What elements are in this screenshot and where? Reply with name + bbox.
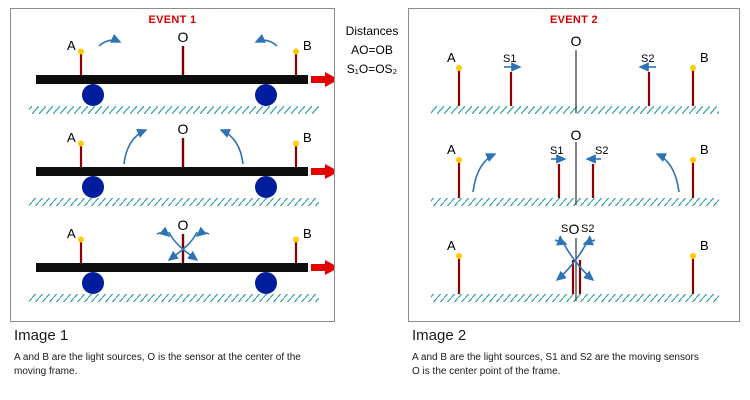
frame-bar xyxy=(36,167,308,176)
image1-caption-line2: moving frame. xyxy=(14,366,78,377)
label-a: A xyxy=(447,142,456,157)
wheel-icon xyxy=(82,272,104,294)
light-pulse-arrow xyxy=(123,128,148,165)
distances-eq2: S₁O=OS₂ xyxy=(346,62,398,76)
distances-note: Distances AO=OB S₁O=OS₂ xyxy=(336,22,408,79)
light-source-b-bulb xyxy=(690,65,696,71)
label-a: A xyxy=(67,38,76,53)
label-s2: S2 xyxy=(641,53,654,65)
frame-motion-arrow xyxy=(311,164,339,179)
light-converge-arrow xyxy=(156,226,171,238)
label-s2: S2 xyxy=(595,145,608,157)
event2-row-3: A S O S2 B xyxy=(431,221,719,302)
event1-row-2: A O B xyxy=(29,121,339,206)
light-source-b-bulb xyxy=(293,140,299,147)
ground-hatch xyxy=(431,106,719,114)
event2-diagram: A S1 O S2 B A S1 O S2 B xyxy=(431,33,719,302)
label-a: A xyxy=(447,238,456,253)
ground-hatch xyxy=(29,294,319,302)
label-b: B xyxy=(303,38,312,53)
image1-caption: A and B are the light sources, O is the … xyxy=(14,351,334,379)
image2-label: Image 2 xyxy=(412,327,467,344)
light-converge-arrow xyxy=(168,231,199,261)
label-o: O xyxy=(571,33,582,49)
distances-eq1: AO=OB xyxy=(351,43,393,57)
label-s1: S1 xyxy=(503,53,516,65)
ground-hatch xyxy=(431,198,719,206)
light-converge-arrow xyxy=(582,236,596,246)
label-b: B xyxy=(700,238,709,253)
light-source-a-bulb xyxy=(456,65,462,71)
image2-caption-line2: O is the center point of the frame. xyxy=(412,366,561,377)
light-source-a-bulb xyxy=(456,253,462,259)
light-source-a-bulb xyxy=(78,140,84,147)
light-source-a-bulb xyxy=(456,157,462,163)
frame-bar xyxy=(36,75,308,84)
wheel-icon xyxy=(82,84,104,106)
ground-hatch xyxy=(29,198,319,206)
event2-row-1: A S1 O S2 B xyxy=(431,33,719,114)
label-a: A xyxy=(447,50,456,65)
light-pulse-arrow xyxy=(472,153,497,193)
light-source-b-bulb xyxy=(690,253,696,259)
image1-label: Image 1 xyxy=(14,327,69,344)
frame-motion-arrow xyxy=(311,72,339,87)
label-o: O xyxy=(178,121,189,137)
light-source-a-bulb xyxy=(78,236,84,243)
wheel-icon xyxy=(255,272,277,294)
light-pulse-arrow xyxy=(219,128,244,165)
label-s1-partial: S xyxy=(561,223,568,235)
label-o: O xyxy=(178,217,189,233)
event1-title: EVENT 1 xyxy=(148,14,197,26)
label-b: B xyxy=(700,142,709,157)
label-s1: S1 xyxy=(550,145,563,157)
wheel-icon xyxy=(255,176,277,198)
label-a: A xyxy=(67,226,76,241)
label-o: O xyxy=(571,127,582,143)
light-source-b-bulb xyxy=(293,236,299,243)
wheel-icon xyxy=(255,84,277,106)
event2-panel: EVENT 2 A S1 O S2 B xyxy=(408,8,740,322)
light-pulse-arrow xyxy=(98,33,122,47)
event1-row-3: A O B xyxy=(29,217,339,302)
light-pulse-arrow xyxy=(254,33,278,47)
event2-title: EVENT 2 xyxy=(550,14,598,26)
light-pulse-arrow xyxy=(655,153,680,193)
event1-panel: EVENT 1 A O B xyxy=(10,8,339,322)
ground-hatch xyxy=(29,106,319,114)
wheel-icon xyxy=(82,176,104,198)
ground-hatch xyxy=(431,294,719,302)
light-source-b-bulb xyxy=(690,157,696,163)
label-a: A xyxy=(67,130,76,145)
image2-caption: A and B are the light sources, S1 and S2… xyxy=(412,351,742,379)
light-converge-arrow xyxy=(554,236,568,246)
label-o: O xyxy=(178,29,189,45)
event1-row-1: A O B xyxy=(29,29,339,114)
light-converge-arrow xyxy=(167,231,198,261)
label-o: O xyxy=(569,221,580,237)
label-b: B xyxy=(303,226,312,241)
light-converge-arrow xyxy=(195,226,210,238)
image1-caption-line1: A and B are the light sources, O is the … xyxy=(14,352,301,363)
distances-heading: Distances xyxy=(345,24,399,38)
event2-row-2: A S1 O S2 B xyxy=(431,127,719,206)
light-source-b-bulb xyxy=(293,48,299,55)
frame-motion-arrow xyxy=(311,260,339,275)
event1-diagram: A O B A O B xyxy=(29,29,339,302)
label-b: B xyxy=(303,130,312,145)
label-b: B xyxy=(700,50,709,65)
image2-caption-line1: A and B are the light sources, S1 and S2… xyxy=(412,352,699,363)
frame-bar xyxy=(36,263,308,272)
light-source-a-bulb xyxy=(78,48,84,55)
label-s2: S2 xyxy=(581,223,594,235)
